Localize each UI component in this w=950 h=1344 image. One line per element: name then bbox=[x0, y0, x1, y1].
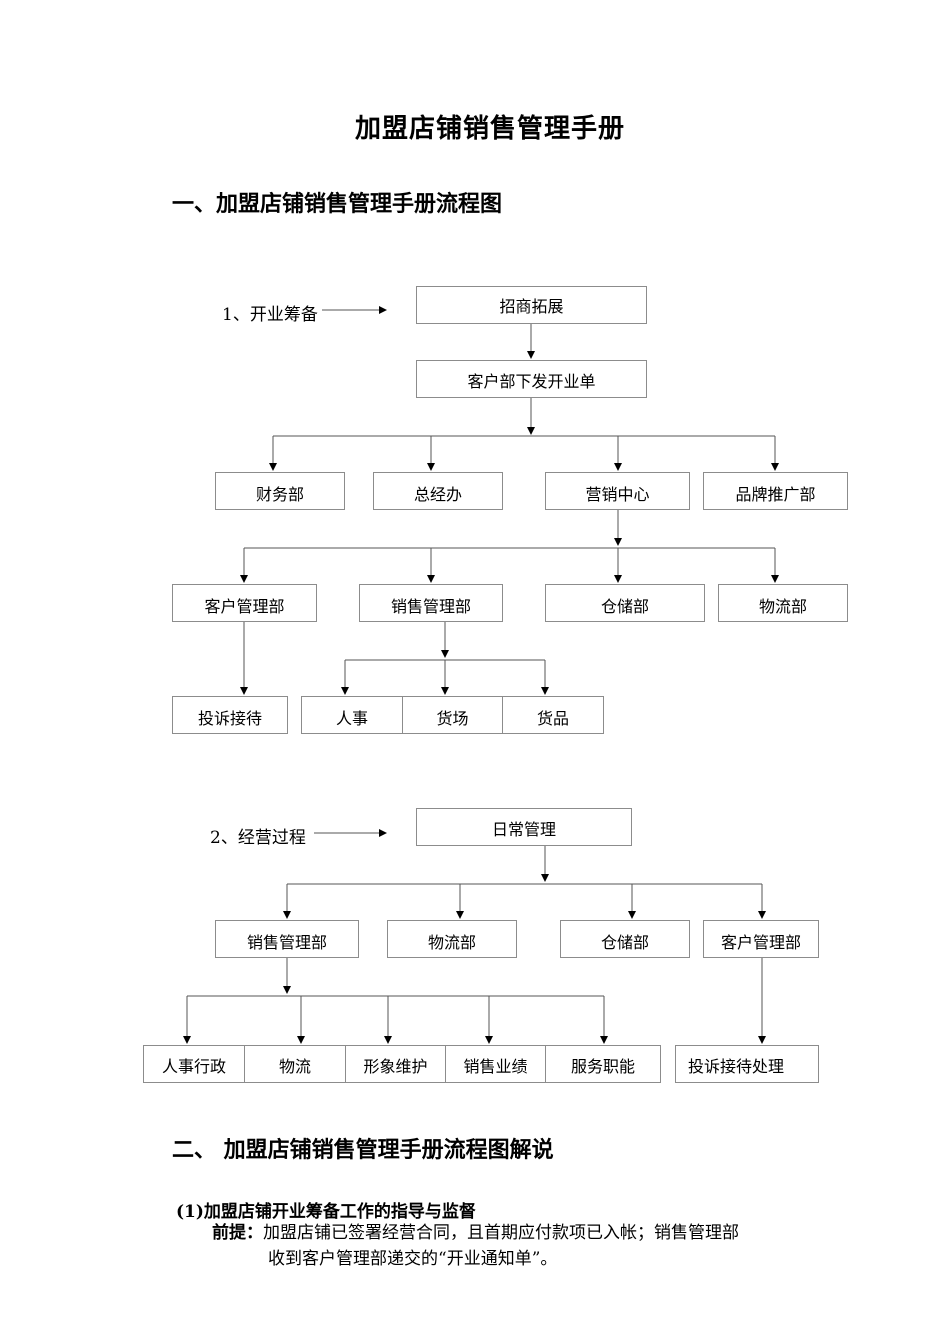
box-brand-promotion: 品牌推广部 bbox=[703, 472, 848, 510]
flow-1-label: 1、开业筹备 bbox=[222, 305, 318, 325]
box-daily-management: 日常管理 bbox=[416, 808, 632, 846]
box-service-function: 服务职能 bbox=[545, 1045, 661, 1083]
document-title: 加盟店铺销售管理手册 bbox=[354, 114, 625, 144]
box-customer-management: 客户管理部 bbox=[172, 584, 317, 622]
item-1-title: (1)加盟店铺开业筹备工作的指导与监督 bbox=[176, 1202, 476, 1222]
premise-line-2: 收到客户管理部递交的“开业通知单”。 bbox=[268, 1249, 558, 1269]
box-warehouse-dept: 仓储部 bbox=[545, 584, 705, 622]
box-complaint-reception: 投诉接待 bbox=[172, 696, 288, 734]
box-opening-order: 客户部下发开业单 bbox=[416, 360, 647, 398]
section-1-heading: 一、加盟店铺销售管理手册流程图 bbox=[172, 191, 503, 217]
premise-text-1: 加盟店铺已签署经营合同，且首期应付款项已入帐；销售管理部 bbox=[263, 1223, 739, 1243]
box-sales-management: 销售管理部 bbox=[359, 584, 503, 622]
section-2-heading: 二、 加盟店铺销售管理手册流程图解说 bbox=[172, 1137, 554, 1163]
box-sales-performance: 销售业绩 bbox=[445, 1045, 546, 1083]
box-recruitment-expansion: 招商拓展 bbox=[416, 286, 647, 324]
box-logistics: 物流 bbox=[244, 1045, 346, 1083]
box-warehouse-dept-2: 仓储部 bbox=[560, 920, 690, 958]
box-sales-floor: 货场 bbox=[402, 696, 503, 734]
box-logistics-dept-2: 物流部 bbox=[387, 920, 517, 958]
box-personnel: 人事 bbox=[301, 696, 403, 734]
premise-label: 前提： bbox=[212, 1223, 263, 1243]
box-general-office: 总经办 bbox=[373, 472, 503, 510]
box-logistics-dept: 物流部 bbox=[718, 584, 848, 622]
box-complaint-handling: 投诉接待处理 bbox=[675, 1045, 819, 1083]
flow-2-label: 2、经营过程 bbox=[210, 828, 306, 848]
box-marketing-center: 营销中心 bbox=[545, 472, 690, 510]
box-hr-admin: 人事行政 bbox=[143, 1045, 245, 1083]
box-customer-management-2: 客户管理部 bbox=[703, 920, 819, 958]
box-goods: 货品 bbox=[502, 696, 604, 734]
box-finance-dept: 财务部 bbox=[215, 472, 345, 510]
box-image-maintenance: 形象维护 bbox=[345, 1045, 446, 1083]
premise-line-1: 前提：加盟店铺已签署经营合同，且首期应付款项已入帐；销售管理部 bbox=[212, 1220, 739, 1247]
box-sales-management-2: 销售管理部 bbox=[215, 920, 359, 958]
